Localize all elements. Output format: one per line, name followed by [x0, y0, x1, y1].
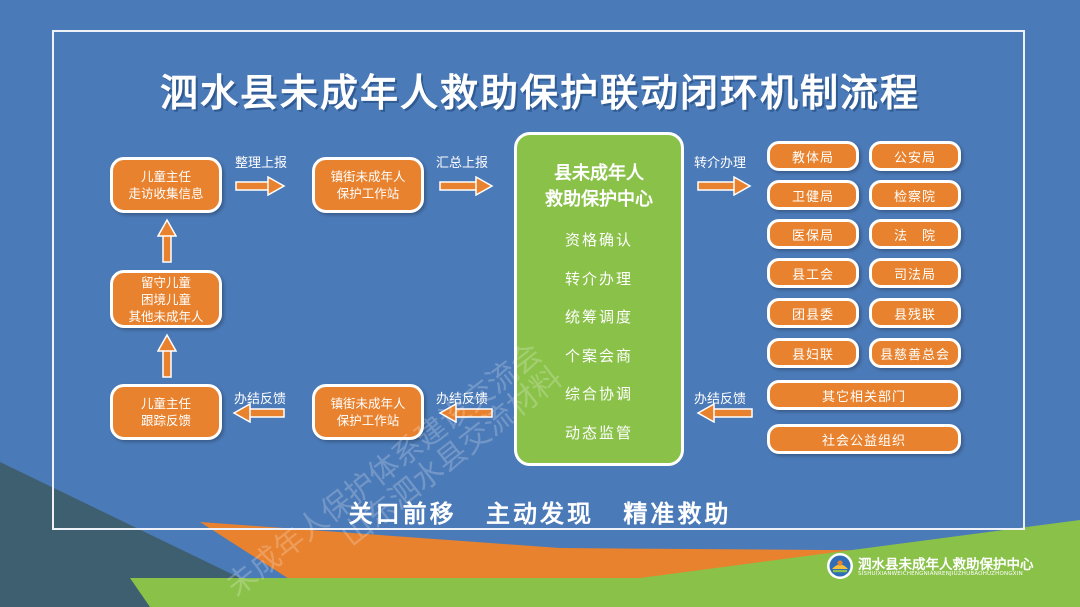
label-feedback-right: 办结反馈 — [694, 392, 747, 407]
box-town-station-top: 镇街未成年人 保护工作站 — [312, 157, 424, 213]
label-organize-report: 整理上报 — [235, 156, 288, 171]
box-line: 走访收集信息 — [128, 186, 204, 201]
county-center-box: 县未成年人 救助保护中心 资格确认 转介办理 统筹调度 个案会商 综合协调 动态… — [514, 132, 684, 466]
box-line: 儿童主任 — [140, 396, 191, 411]
organization-name-en: SISHUIXIANWEICHENGNIANRENJIUZHUBAOHUZHON… — [858, 571, 1023, 577]
box-line: 儿童主任 — [140, 169, 191, 184]
box-line: 保护工作站 — [336, 413, 400, 428]
label-feedback-left: 办结反馈 — [234, 392, 287, 407]
decor-slate-triangle — [0, 462, 300, 607]
box-child-director-followup: 儿童主任 跟踪反馈 — [110, 384, 222, 440]
decor-green-band — [130, 520, 1080, 607]
label-summarize-report: 汇总上报 — [436, 156, 489, 171]
arrow-right-icon — [439, 176, 494, 196]
center-logo-icon — [827, 553, 853, 579]
arrow-right-icon — [697, 176, 752, 196]
center-function-list: 资格确认 转介办理 统筹调度 个案会商 综合协调 动态监管 — [517, 221, 681, 452]
box-line: 困境儿童 — [140, 291, 191, 307]
dept-pill: 司法局 — [869, 258, 961, 288]
dept-pill: 县残联 — [869, 298, 961, 328]
center-function: 综合协调 — [564, 385, 633, 403]
slogan: 关口前移 主动发现 精准救助 — [348, 500, 732, 528]
dept-pill: 教体局 — [767, 141, 859, 171]
dept-pill-wide: 其它相关部门 — [767, 380, 961, 410]
dept-pill: 法 院 — [869, 219, 961, 249]
organization-name: 泗水县未成年人救助保护中心 — [858, 557, 1034, 573]
arrow-left-icon — [696, 403, 753, 423]
content-frame — [52, 30, 1025, 530]
center-function: 个案会商 — [564, 346, 633, 365]
box-line: 镇街未成年人 — [330, 169, 406, 184]
box-target-children: 留守儿童 困境儿童 其他未成年人 — [110, 270, 222, 328]
label-refer-handle: 转介办理 — [694, 156, 747, 171]
dept-pill: 县工会 — [767, 258, 859, 288]
label-feedback-mid: 办结反馈 — [436, 392, 489, 407]
dept-pill: 县妇联 — [767, 338, 859, 368]
dept-pill: 医保局 — [767, 219, 859, 249]
arrow-left-icon — [232, 403, 285, 423]
box-town-station-bottom: 镇街未成年人 保护工作站 — [312, 384, 424, 440]
center-title: 县未成年人 救助保护中心 — [517, 161, 681, 213]
box-line: 保护工作站 — [336, 186, 400, 201]
arrow-right-icon — [235, 176, 286, 196]
box-line: 镇街未成年人 — [330, 396, 406, 411]
center-function: 统筹调度 — [564, 308, 633, 326]
center-function: 转介办理 — [564, 269, 633, 288]
dept-pill: 卫健局 — [767, 180, 859, 210]
box-child-director-visit: 儿童主任 走访收集信息 — [110, 157, 222, 213]
center-title-line: 救助保护中心 — [545, 189, 653, 210]
box-line: 跟踪反馈 — [140, 413, 191, 428]
center-function: 动态监管 — [564, 423, 633, 442]
box-line: 留守儿童 — [140, 274, 191, 290]
dept-pill: 检察院 — [869, 180, 961, 210]
center-function: 资格确认 — [564, 231, 633, 249]
dept-pill: 团县委 — [767, 298, 859, 328]
box-line: 其他未成年人 — [128, 308, 204, 324]
arrow-up-icon — [157, 333, 177, 378]
arrow-left-icon — [438, 403, 493, 423]
dept-pill: 公安局 — [869, 141, 961, 171]
center-title-line: 县未成年人 — [554, 163, 644, 184]
arrow-up-icon — [157, 218, 177, 263]
page-title: 泗水县未成年人救助保护联动闭环机制流程 — [159, 71, 920, 115]
dept-pill-wide: 社会公益组织 — [767, 424, 961, 454]
dept-pill: 县慈善总会 — [869, 338, 961, 368]
